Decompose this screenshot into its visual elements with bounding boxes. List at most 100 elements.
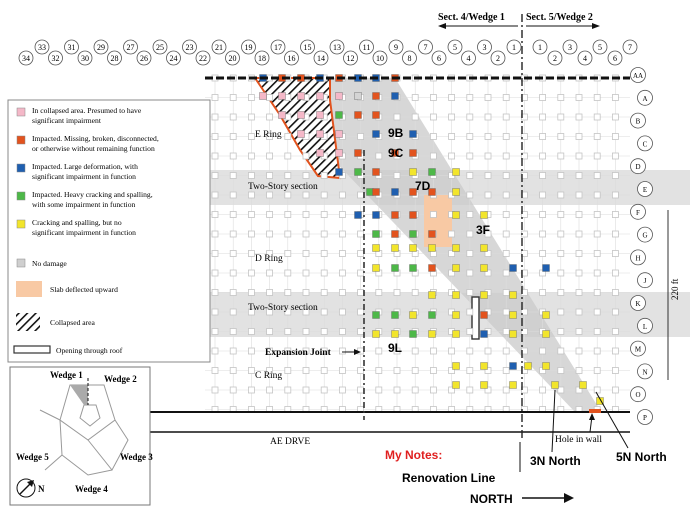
top-column-bubble (329, 39, 345, 55)
column-damage-marker (409, 188, 417, 196)
column-undamaged (266, 269, 274, 277)
slab-deflected-area (424, 195, 452, 247)
column-undamaged (593, 113, 601, 121)
top-column-number: 1 (512, 43, 516, 52)
column-undamaged (539, 191, 546, 199)
row-bubble (630, 158, 646, 175)
column-undamaged (393, 133, 401, 140)
top-column-number: 6 (437, 54, 441, 63)
column-label-9b: 9B (388, 126, 404, 140)
column-damage-marker (409, 230, 417, 238)
column-damage-marker (524, 362, 532, 370)
top-column-number: 3 (483, 43, 487, 52)
column-undamaged (302, 289, 310, 296)
column-undamaged (211, 347, 219, 355)
column-damage-marker (372, 244, 380, 252)
column-damage-marker (409, 149, 417, 157)
column-undamaged (211, 289, 219, 296)
column-damage-marker (391, 311, 399, 319)
column-undamaged (539, 133, 546, 140)
column-damage-marker (372, 211, 380, 219)
column-undamaged (593, 328, 601, 335)
column-undamaged (338, 211, 346, 218)
column-damage-marker (551, 381, 559, 389)
top-column-bubble (18, 50, 34, 66)
column-damage-marker (452, 211, 460, 219)
dimension-label: 220 ft (670, 278, 680, 300)
row-letter: D (635, 163, 640, 171)
top-column-bubble (225, 50, 240, 66)
hole-in-wall-marker (589, 409, 601, 413)
column-undamaged (375, 347, 383, 355)
column-undamaged (575, 367, 583, 374)
column-damage-marker (428, 244, 436, 252)
right-column-bubble (532, 39, 548, 55)
top-column-number: 18 (258, 54, 266, 63)
column-undamaged (557, 191, 565, 199)
right-column-number: 3 (568, 43, 572, 52)
row-bubble (637, 89, 653, 106)
top-column-number: 13 (333, 43, 341, 52)
column-undamaged (302, 367, 310, 374)
column-damage-marker (354, 149, 362, 157)
inset-impact-area (70, 385, 88, 405)
top-column-bubble (461, 50, 476, 66)
column-undamaged (211, 191, 219, 199)
column-undamaged (557, 328, 565, 335)
column-damage-marker (452, 244, 460, 252)
column-undamaged (593, 269, 601, 277)
sect4-arrowhead (438, 23, 446, 29)
top-column-bubble (402, 50, 417, 66)
column-undamaged (593, 211, 601, 218)
legend-text-collapsed: Collapsed area (50, 318, 96, 327)
column-undamaged (375, 367, 383, 374)
column-undamaged (466, 250, 474, 257)
top-column-bubble (313, 50, 329, 66)
column-damage-marker (428, 330, 436, 338)
legend-text-opening: Opening through roof (56, 346, 123, 355)
column-undamaged (593, 250, 601, 257)
column-undamaged (284, 230, 292, 238)
column-damage-marker (428, 188, 436, 196)
top-column-number: 21 (215, 43, 223, 52)
column-undamaged (502, 152, 510, 160)
column-undamaged (266, 133, 274, 140)
top-column-number: 11 (363, 43, 371, 52)
column-undamaged (229, 172, 237, 179)
column-undamaged (266, 367, 274, 374)
column-undamaged (266, 191, 274, 199)
legend-swatch-opening (13, 345, 51, 354)
column-undamaged (211, 386, 219, 394)
right-column-bubble (562, 39, 578, 55)
column-undamaged (320, 211, 328, 218)
column-undamaged (448, 133, 456, 140)
top-column-bubble (372, 50, 388, 66)
column-undamaged (484, 94, 492, 101)
column-undamaged (247, 328, 255, 335)
column-damage-marker (542, 330, 550, 338)
column-undamaged (448, 113, 456, 121)
column-undamaged (211, 211, 219, 218)
legend-swatch-impacted-cracking (16, 191, 26, 201)
top-column-number: 31 (68, 43, 76, 52)
column-undamaged (484, 347, 492, 355)
column-undamaged (539, 94, 546, 101)
row-bubble (637, 317, 653, 334)
column-undamaged (575, 211, 583, 218)
row-letter: B (636, 118, 641, 126)
column-undamaged (539, 347, 546, 355)
row-letter: L (643, 323, 647, 331)
top-column-number: 2 (496, 54, 500, 63)
column-undamaged (612, 386, 619, 394)
column-undamaged (393, 367, 401, 374)
column-undamaged (484, 250, 492, 257)
row-letter: P (643, 414, 647, 422)
column-damage-marker (391, 230, 399, 238)
legend-swatch-collapsed-impaired (16, 107, 26, 117)
row-letter: E (643, 186, 647, 194)
column-undamaged (229, 113, 237, 121)
column-undamaged (448, 152, 456, 160)
column-undamaged (320, 367, 328, 374)
